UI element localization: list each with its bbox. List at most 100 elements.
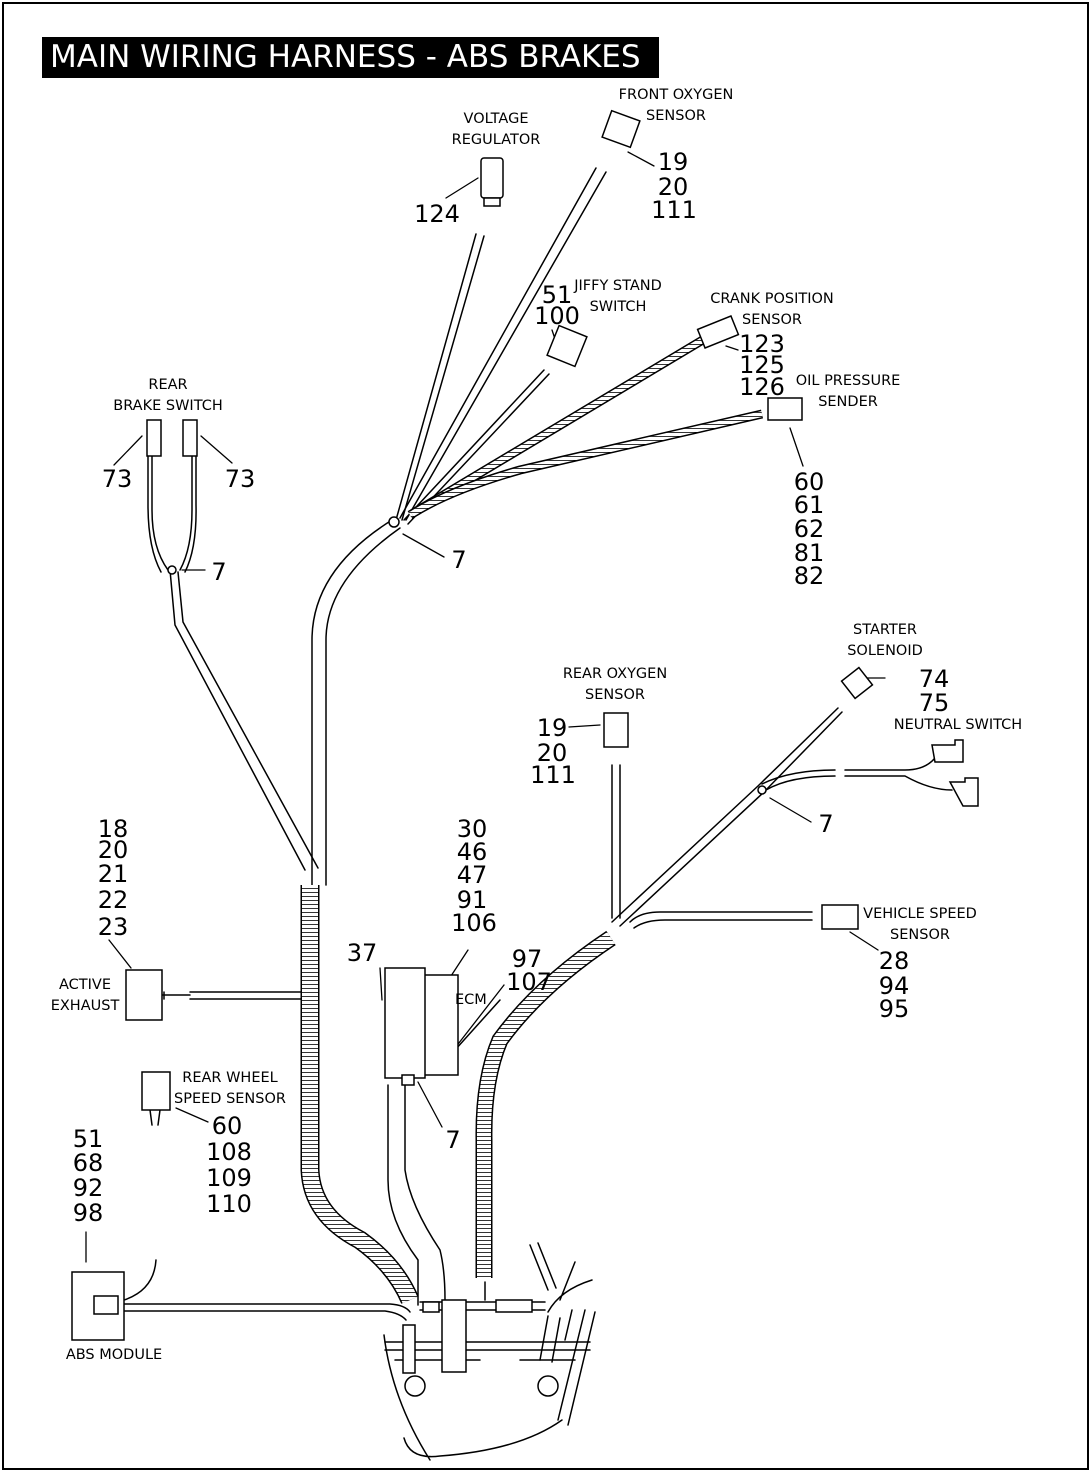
front-oxygen-connector [601, 109, 641, 149]
crank-position-sensor-label: CRANK POSITION SENSOR [710, 291, 834, 328]
callout-exhaust-5: 23 [97, 913, 129, 941]
vehicle-speed-connector [821, 904, 859, 930]
callout-ecm-5: 106 [451, 909, 497, 937]
callout-front-oxygen-1: 19 [657, 148, 689, 176]
bottom-plug-2 [495, 1299, 533, 1313]
vehicle-speed-sensor-label: VEHICLE SPEED SENSOR [863, 906, 977, 943]
ecm-clip [401, 1074, 415, 1086]
ecm-body [419, 974, 459, 1076]
starter-branch [611, 707, 843, 927]
callout-exhaust-2: 20 [97, 836, 129, 864]
callout-oil-3: 62 [793, 515, 825, 543]
lower-mount-center [441, 1299, 467, 1373]
main-trunk-left-wire [311, 519, 393, 886]
callout-abs-3: 92 [72, 1174, 104, 1202]
crank-position-connector [696, 315, 740, 349]
callout-starter-2: 75 [918, 689, 950, 717]
callout-ecm-right-2: 107 [506, 968, 552, 996]
oil-pressure-sender-label: OIL PRESSURE SENDER [795, 373, 901, 410]
abs-module-label: ABS MODULE [65, 1347, 163, 1363]
callout-ecm-clip: 7 [445, 1126, 461, 1154]
callout-oil-4: 81 [793, 539, 825, 567]
abs-lead [123, 1303, 411, 1321]
rear-oxygen-lead [611, 764, 621, 919]
callout-jiffy-stand-1: 51 [541, 281, 573, 309]
ecm-label: ECM [455, 992, 487, 1008]
bottom-plug-1 [422, 1301, 440, 1313]
callout-abs-4: 98 [72, 1199, 104, 1227]
callout-rear-oxygen-2: 20 [536, 739, 568, 767]
rear-brake-switch-label: REAR BRAKE SWITCH [113, 377, 223, 414]
callout-ecm-right-1: 97 [511, 945, 543, 973]
callout-rear-brake-left: 73 [101, 465, 133, 493]
front-oxygen-branch [399, 167, 607, 521]
rear-brake-connector-right [182, 419, 198, 457]
callout-starter-1: 74 [918, 665, 950, 693]
callout-ecm-1: 30 [456, 815, 488, 843]
rear-brake-connector-left [146, 419, 162, 457]
active-exhaust-connector [125, 969, 163, 1021]
front-oxygen-sensor-label: FRONT OXYGEN SENSOR [618, 87, 734, 124]
voltage-regulator-connector [480, 157, 504, 199]
jiffy-stand-switch-label: JIFFY STAND SWITCH [574, 278, 662, 315]
callout-crank-2: 125 [739, 351, 785, 379]
callout-rws-3: 109 [206, 1164, 252, 1192]
active-exhaust-lead [159, 991, 313, 1000]
callout-abs-1: 51 [72, 1125, 104, 1153]
frame-rear [557, 1309, 596, 1426]
callout-neutral-clip: 7 [818, 810, 834, 838]
page-title: MAIN WIRING HARNESS - ABS BRAKES [50, 39, 641, 75]
title-bar: MAIN WIRING HARNESS - ABS BRAKES [42, 37, 659, 78]
callout-oil-2: 61 [793, 491, 825, 519]
callout-ecm-3: 47 [456, 861, 488, 889]
voltage-regulator-label: VOLTAGE REGULATOR [451, 111, 541, 148]
starter-solenoid-label: STARTER SOLENOID [847, 622, 923, 659]
bottom-branches [529, 1242, 593, 1363]
callout-front-oxygen-3: 111 [651, 196, 697, 224]
callout-rws-4: 110 [206, 1190, 252, 1218]
callout-brake-clip: 7 [211, 558, 227, 586]
callout-front-oxygen-2: 20 [657, 173, 689, 201]
upper-clip [388, 516, 400, 528]
rear-brake-split [147, 455, 197, 573]
neutral-switch-label: NEUTRAL SWITCH [893, 717, 1023, 733]
jiffy-stand-connector [546, 324, 588, 368]
oil-pressure-connector [767, 397, 803, 421]
callout-leader-lines [85, 151, 886, 1263]
ecm-connector-lead [454, 999, 501, 1051]
rear-wheel-speed-connector [141, 1071, 171, 1111]
callout-crank-1: 123 [739, 330, 785, 358]
callout-rear-oxygen-3: 111 [530, 761, 576, 789]
lower-mount-left [402, 1324, 416, 1374]
callout-vss-2: 94 [878, 972, 910, 1000]
rear-wheel-speed-lead [123, 1109, 161, 1301]
ecm-connector [384, 967, 426, 1079]
callout-exhaust-4: 22 [97, 886, 129, 914]
callout-upper-clip: 7 [451, 546, 467, 574]
callout-ecm-4: 91 [456, 886, 488, 914]
neutral-branch [761, 757, 953, 791]
neutral-clip [757, 785, 767, 795]
rear-oxygen-connector [603, 712, 629, 748]
main-trunk-right-wire [325, 527, 401, 886]
rear-oxygen-sensor-label: REAR OXYGEN SENSOR [562, 666, 668, 703]
callout-rws-1: 60 [211, 1112, 243, 1140]
callout-rear-brake-right: 73 [224, 465, 256, 493]
callout-ecm-left: 37 [346, 939, 378, 967]
callout-crank-3: 126 [739, 373, 785, 401]
active-exhaust-label: ACTIVE EXHAUST [50, 977, 120, 1014]
rear-wheel-speed-sensor-label: REAR WHEEL SPEED SENSOR [174, 1070, 286, 1107]
brake-clip [167, 565, 177, 575]
callout-oil-5: 82 [793, 562, 825, 590]
callout-vss-3: 95 [878, 995, 910, 1023]
abs-module-plug [93, 1295, 119, 1315]
callout-jiffy-stand-2: 100 [534, 302, 580, 330]
callout-voltage-regulator: 124 [414, 200, 460, 228]
neutral-switch-bottom [948, 777, 979, 807]
callout-oil-1: 60 [793, 468, 825, 496]
callout-ecm-2: 46 [456, 838, 488, 866]
vehicle-speed-branch [629, 911, 813, 929]
